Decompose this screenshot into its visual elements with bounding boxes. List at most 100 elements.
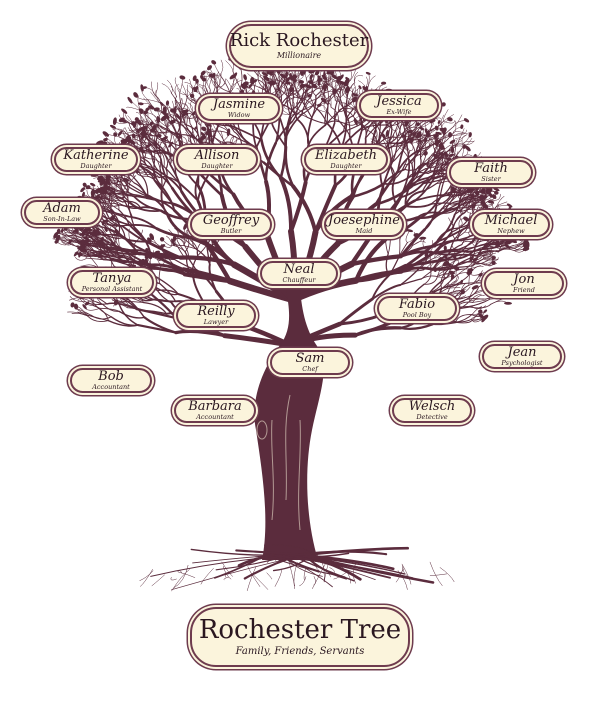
tree-branch xyxy=(341,105,351,114)
member-name: Adam xyxy=(43,201,81,217)
member-role: Butler xyxy=(220,227,242,236)
tree-branch xyxy=(209,244,214,266)
tree-branch xyxy=(423,275,439,285)
tree-branch xyxy=(117,197,135,208)
tree-branch xyxy=(455,313,473,323)
tree-branch xyxy=(166,235,173,246)
tree-branch xyxy=(451,225,456,240)
tree-branch xyxy=(450,292,463,297)
tree-branch xyxy=(378,122,391,141)
leaf xyxy=(95,189,99,194)
leaf xyxy=(351,96,358,103)
member-bob: Bob Accountant xyxy=(70,368,152,393)
member-name: Jasmine xyxy=(212,97,266,113)
tree-branch xyxy=(178,247,188,260)
leaf xyxy=(147,237,152,243)
member-role: Ex-Wife xyxy=(386,108,412,117)
tree-branch xyxy=(387,117,399,128)
tree-branch xyxy=(255,121,271,149)
tree-branch xyxy=(471,236,476,247)
tree-branch xyxy=(480,246,488,255)
leaf xyxy=(430,117,436,122)
tree-branch xyxy=(473,240,483,243)
tree-branch xyxy=(434,171,441,187)
leaf xyxy=(285,77,291,83)
tree-branch xyxy=(165,255,176,268)
tree-branch xyxy=(373,126,378,142)
leaf xyxy=(174,132,181,136)
tree-branch xyxy=(196,174,209,202)
tree-root xyxy=(289,554,337,565)
member-name: Elizabeth xyxy=(314,148,378,164)
leaf xyxy=(416,122,420,127)
member-jean: Jean Psychologist xyxy=(482,344,562,369)
tree-branch xyxy=(80,265,100,269)
tree-branch xyxy=(209,75,213,91)
leaf xyxy=(413,233,420,238)
footer-plaque: Rochester Tree Family, Friends, Servants xyxy=(190,607,410,667)
tree-branch xyxy=(384,121,402,127)
tree-branch xyxy=(110,210,133,218)
leaf xyxy=(318,78,323,82)
tree-branch xyxy=(83,244,109,250)
tree-branch xyxy=(483,252,492,260)
member-jon: Jon Friend xyxy=(484,271,564,296)
tree-branch xyxy=(436,134,448,139)
leaf xyxy=(401,133,406,138)
tree-branch xyxy=(206,128,217,132)
member-michael: Michael Nephew xyxy=(472,212,550,237)
tree-branch xyxy=(289,96,296,108)
tree-branch xyxy=(459,132,470,140)
tree-branch xyxy=(338,297,374,326)
tree-branch xyxy=(464,226,473,233)
tree-branch xyxy=(131,130,138,144)
tree-branch xyxy=(413,162,428,177)
tree-root xyxy=(321,560,325,583)
tree-branch xyxy=(396,133,407,146)
leaf xyxy=(467,268,474,272)
tree-branch xyxy=(118,209,130,226)
tree-branch xyxy=(177,231,186,241)
footer-subtitle: Family, Friends, Servants xyxy=(235,646,365,657)
leaf xyxy=(250,76,255,85)
member-role: Daughter xyxy=(80,162,112,171)
header-name: Rick Rochester xyxy=(229,30,369,51)
tree-branch xyxy=(159,153,162,170)
tree-branch xyxy=(448,243,463,255)
tree-branch xyxy=(106,223,123,239)
tree-branch xyxy=(184,81,194,91)
tree-branch xyxy=(475,240,489,248)
leaf xyxy=(73,303,79,310)
leaf xyxy=(488,192,493,198)
leaf xyxy=(487,200,494,204)
tree-branch xyxy=(237,123,248,144)
leaf xyxy=(365,71,371,75)
leaf xyxy=(479,188,486,194)
tree-branch xyxy=(409,269,425,272)
leaf xyxy=(110,124,116,129)
tree-branch xyxy=(120,181,125,198)
tree-branch xyxy=(389,125,393,142)
leaf xyxy=(90,174,99,177)
leaf xyxy=(331,67,338,72)
tree-root xyxy=(264,544,269,556)
tree-branch xyxy=(404,136,417,148)
leaf xyxy=(242,85,249,89)
tree-branch xyxy=(454,296,467,301)
trunk-bark xyxy=(256,394,301,531)
member-name: Geoffrey xyxy=(202,213,260,229)
leaf xyxy=(352,92,358,97)
tree-branch xyxy=(209,127,214,137)
tree-branch xyxy=(426,276,449,298)
tree-branch xyxy=(415,148,422,157)
tree-branch xyxy=(165,112,176,116)
tree-branch xyxy=(370,138,379,148)
tree-branch xyxy=(391,177,398,206)
leaf xyxy=(495,240,500,247)
tree-branch xyxy=(181,83,187,95)
leaf xyxy=(470,193,475,200)
tree-root xyxy=(324,563,329,583)
member-name: Allison xyxy=(194,148,240,164)
tree-branch xyxy=(447,260,460,271)
leaf xyxy=(417,139,422,143)
